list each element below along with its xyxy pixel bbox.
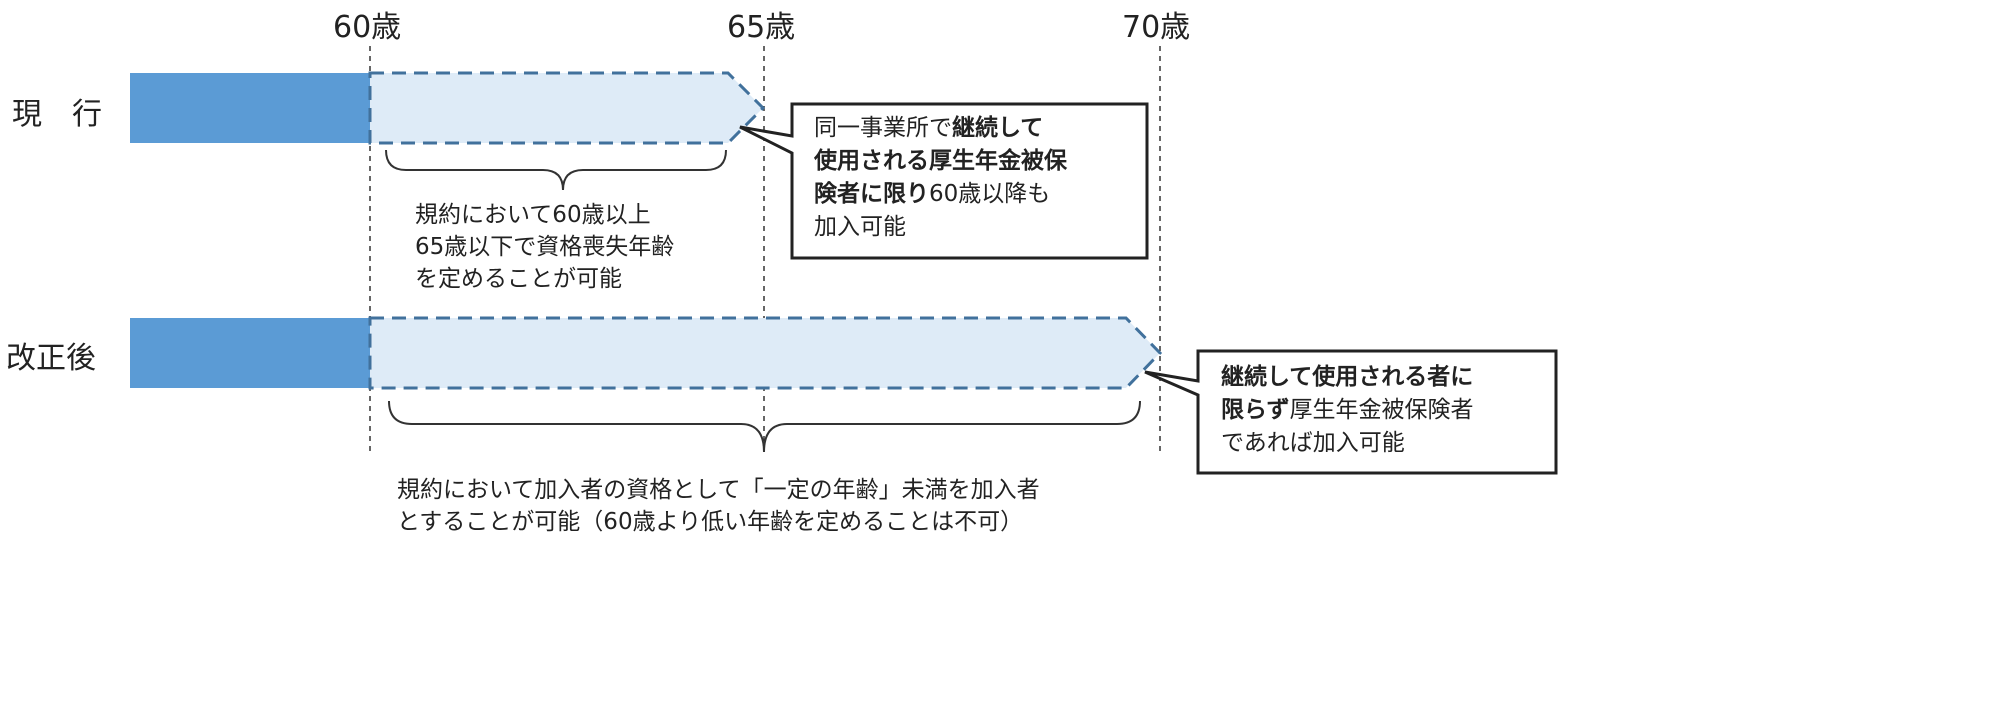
callout-line: 同一事業所で継続して xyxy=(814,112,1067,145)
revised-callout-box xyxy=(1144,349,1558,475)
age-label-70: 70歳 xyxy=(1122,10,1191,45)
age-label-60: 60歳 xyxy=(333,10,402,45)
current-note-line: 規約において60歳以上 xyxy=(415,202,651,228)
pension-age-diagram: 60歳 65歳 70歳 現 行 改正後 規約において60歳以上 65歳以下で資格… xyxy=(6,10,1558,538)
revised-note-line: 規約において加入者の資格として「一定の年齢」未満を加入者 xyxy=(397,477,1040,503)
revised-brace xyxy=(388,400,1141,453)
callout-text-emphasis: 継続して使用される者に xyxy=(1221,364,1474,390)
current-note-line: を定めることが可能 xyxy=(415,266,622,292)
age-label-65: 65歳 xyxy=(727,10,796,45)
row-label-revised: 改正後 xyxy=(6,341,96,376)
revised-solid-bar xyxy=(130,318,370,388)
callout-text-emphasis: 使用される厚生年金被保 xyxy=(814,148,1067,174)
current-brace xyxy=(385,149,727,191)
callout-line: 加入可能 xyxy=(814,211,1067,244)
revised-dashed-arrow xyxy=(368,316,1163,390)
callout-text-segment: 加入可能 xyxy=(814,214,906,240)
callout-text-segment: であれば加入可能 xyxy=(1221,430,1405,456)
callout-text-segment: 同一事業所で xyxy=(814,115,952,141)
callout-line: 使用される厚生年金被保 xyxy=(814,145,1067,178)
current-callout-box xyxy=(739,102,1149,260)
revised-note-line: とすることが可能（60歳より低い年齢を定めることは不可） xyxy=(397,509,1024,535)
callout-line: 険者に限り60歳以降も xyxy=(814,178,1067,211)
current-solid-bar xyxy=(130,73,370,143)
callout-text-emphasis: 険者に限り xyxy=(814,181,929,207)
callout-text-segment: 60歳以降も xyxy=(929,181,1051,207)
current-dashed-arrow xyxy=(368,71,766,145)
callout-text-emphasis: 継続して xyxy=(952,115,1044,141)
callout-line: 継続して使用される者に xyxy=(1221,361,1474,394)
revised-note: 規約において加入者の資格として「一定の年齢」未満を加入者 とすることが可能（60… xyxy=(397,474,1040,538)
current-note: 規約において60歳以上 65歳以下で資格喪失年齢 を定めることが可能 xyxy=(415,199,674,295)
diagram-graphics xyxy=(130,46,1558,475)
callout-line: であれば加入可能 xyxy=(1221,427,1474,460)
callout-text-emphasis: 限らず xyxy=(1221,397,1290,423)
current-callout-text: 同一事業所で継続して 使用される厚生年金被保 険者に限り60歳以降も 加入可能 xyxy=(814,112,1067,244)
callout-line: 限らず厚生年金被保険者 xyxy=(1221,394,1474,427)
callout-text-segment: 厚生年金被保険者 xyxy=(1289,397,1474,423)
current-note-line: 65歳以下で資格喪失年齢 xyxy=(415,234,675,260)
row-label-current: 現 行 xyxy=(12,97,102,132)
revised-callout-text: 継続して使用される者に 限らず厚生年金被保険者 であれば加入可能 xyxy=(1221,361,1474,460)
